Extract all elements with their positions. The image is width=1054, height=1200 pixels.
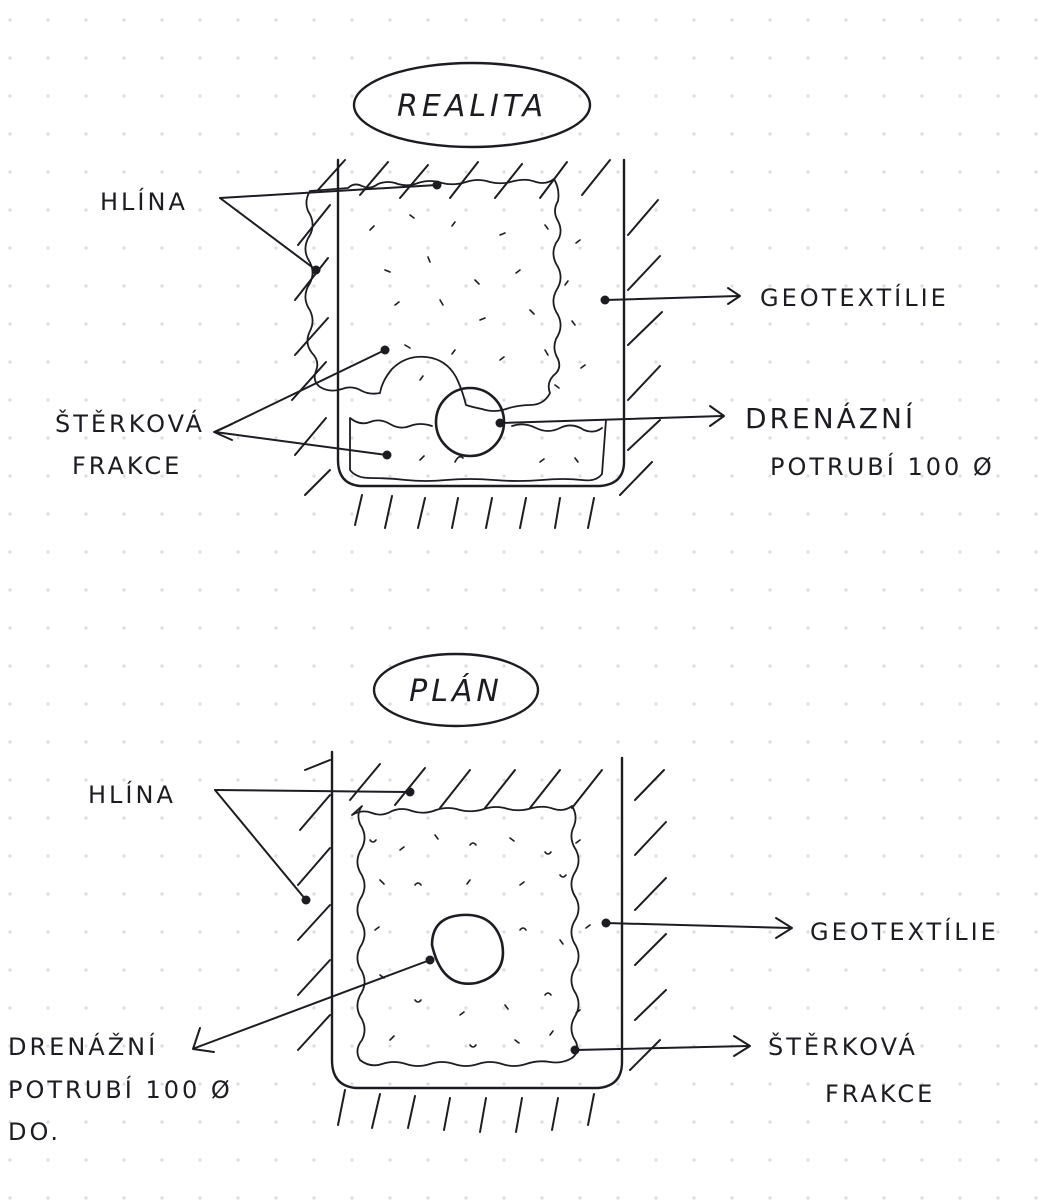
drain-pipe-bottom — [430, 913, 505, 986]
title-bubble-plan — [372, 652, 540, 728]
title-realita: REALITA — [397, 89, 547, 124]
title-bubble-realita — [352, 61, 592, 149]
gravel-specks-bottom — [369, 834, 591, 1048]
soil-hatching-top — [291, 159, 663, 529]
label-frakce-bottom: FRAKCE — [825, 1080, 935, 1108]
trench-outline-top — [336, 158, 626, 488]
label-hlina-top: HLÍNA — [100, 187, 188, 216]
diagram-plan: PLÁN — [8, 652, 999, 1146]
geotextile-bottom-band — [349, 417, 607, 482]
soil-hatching-bottom — [297, 759, 667, 1133]
label-drenazni-top: DRENÁZNÍ — [745, 401, 916, 435]
label-geotextilie-top: GEOTEXTÍLIE — [760, 283, 949, 312]
label-potrubi-bottom: POTRUBÍ 100 Ø — [8, 1075, 233, 1104]
gravel-specks-top — [369, 214, 586, 463]
drain-pipe-top — [434, 386, 506, 458]
leader-lines-top — [213, 184, 741, 456]
title-plan: PLÁN — [409, 673, 503, 709]
geotextile-bottom — [351, 805, 580, 1067]
label-frakce-top: FRAKCE — [72, 452, 182, 480]
label-hlina-bottom: HLÍNA — [88, 780, 176, 809]
geotextile-top — [304, 178, 562, 412]
label-geotextilie-bottom: GEOTEXTÍLIE — [810, 917, 999, 946]
label-sterkova-bottom: ŠTĚRKOVÁ — [768, 1031, 918, 1061]
dot-grid — [8, 18, 1038, 1200]
label-drenazni-bottom: DRENÁŽNÍ — [8, 1032, 158, 1061]
diagram-realita: REALITA — [55, 61, 995, 529]
leader-lines-bottom — [192, 789, 793, 1057]
label-potrubi-top: POTRUBÍ 100 Ø — [770, 452, 995, 481]
trench-outline-bottom — [330, 750, 624, 1090]
label-do: DO. — [8, 1118, 61, 1146]
label-sterkova-top: ŠTĚRKOVÁ — [55, 408, 205, 438]
